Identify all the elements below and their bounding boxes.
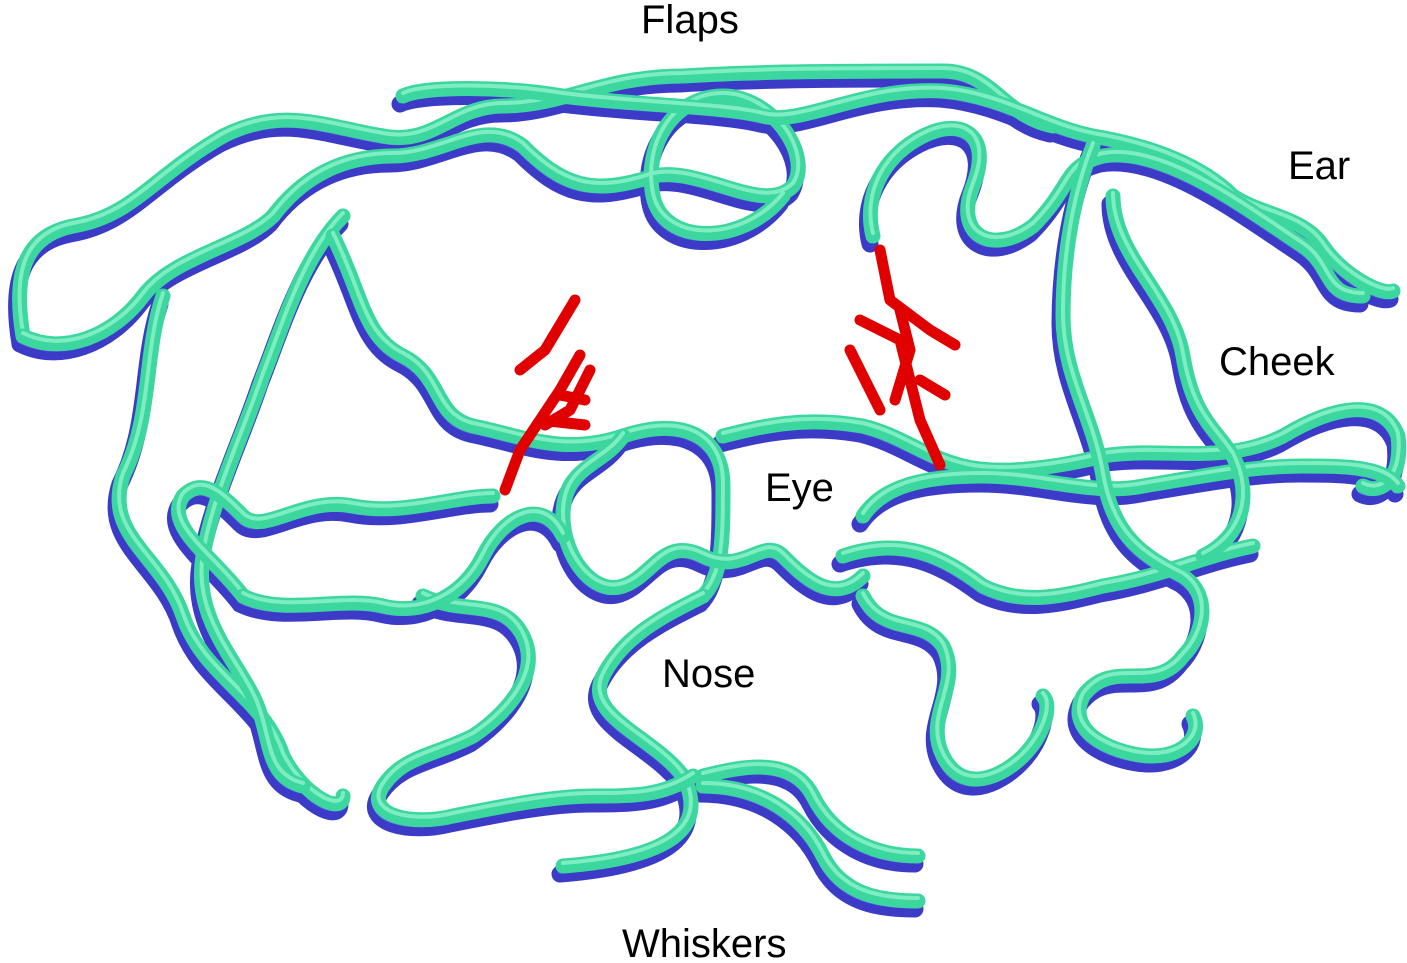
green-ribbon-highlight xyxy=(241,509,565,608)
green-ribbon-highlight xyxy=(868,123,1365,295)
label-ear: Ear xyxy=(1288,144,1351,188)
green-ribbon-segment xyxy=(555,588,711,874)
green-ribbon-highlight xyxy=(561,591,705,865)
green-ribbon-highlight xyxy=(861,591,1049,778)
green-ribbon-highlight xyxy=(560,431,865,588)
green-ribbon-highlight xyxy=(116,291,345,803)
green-ribbon-highlight xyxy=(17,65,1055,335)
green-ribbon-segment xyxy=(12,63,1061,344)
green-ribbon-segment xyxy=(170,480,501,604)
label-nose: Nose xyxy=(662,652,756,696)
green-ribbon-highlight xyxy=(376,591,695,819)
blue-ribbon-segment xyxy=(166,487,499,613)
green-ribbon-highlight xyxy=(701,762,920,900)
label-whiskers: Whiskers xyxy=(622,922,787,963)
green-ribbon-segment xyxy=(862,120,1371,304)
green-ribbon-segment xyxy=(235,506,571,617)
active-site-right xyxy=(844,244,961,471)
green-ribbon-highlight xyxy=(331,231,726,595)
green-ribbon-highlight xyxy=(841,541,1255,597)
label-cheek: Cheek xyxy=(1219,340,1335,384)
active-site-residues xyxy=(499,244,961,496)
green-ribbon-highlight xyxy=(401,83,1395,291)
green-ribbon-highlight xyxy=(1111,191,1245,555)
green-ribbon-highlight xyxy=(1060,141,1204,756)
green-ribbon-segment xyxy=(111,288,351,812)
green-ribbon-segment xyxy=(855,458,1406,524)
label-flaps: Flaps xyxy=(641,0,739,42)
green-ribbon-segment xyxy=(835,538,1261,606)
green-ribbon-segment xyxy=(325,228,731,604)
green-backbone xyxy=(12,63,1407,909)
green-ribbon-highlight xyxy=(176,482,495,595)
active-site-left xyxy=(499,294,596,496)
green-ribbon-highlight xyxy=(861,460,1400,515)
green-ribbon-segment xyxy=(395,81,1401,300)
green-ribbon-segment xyxy=(855,588,1055,787)
label-eye: Eye xyxy=(765,466,834,510)
green-ribbon-highlight xyxy=(21,90,801,343)
